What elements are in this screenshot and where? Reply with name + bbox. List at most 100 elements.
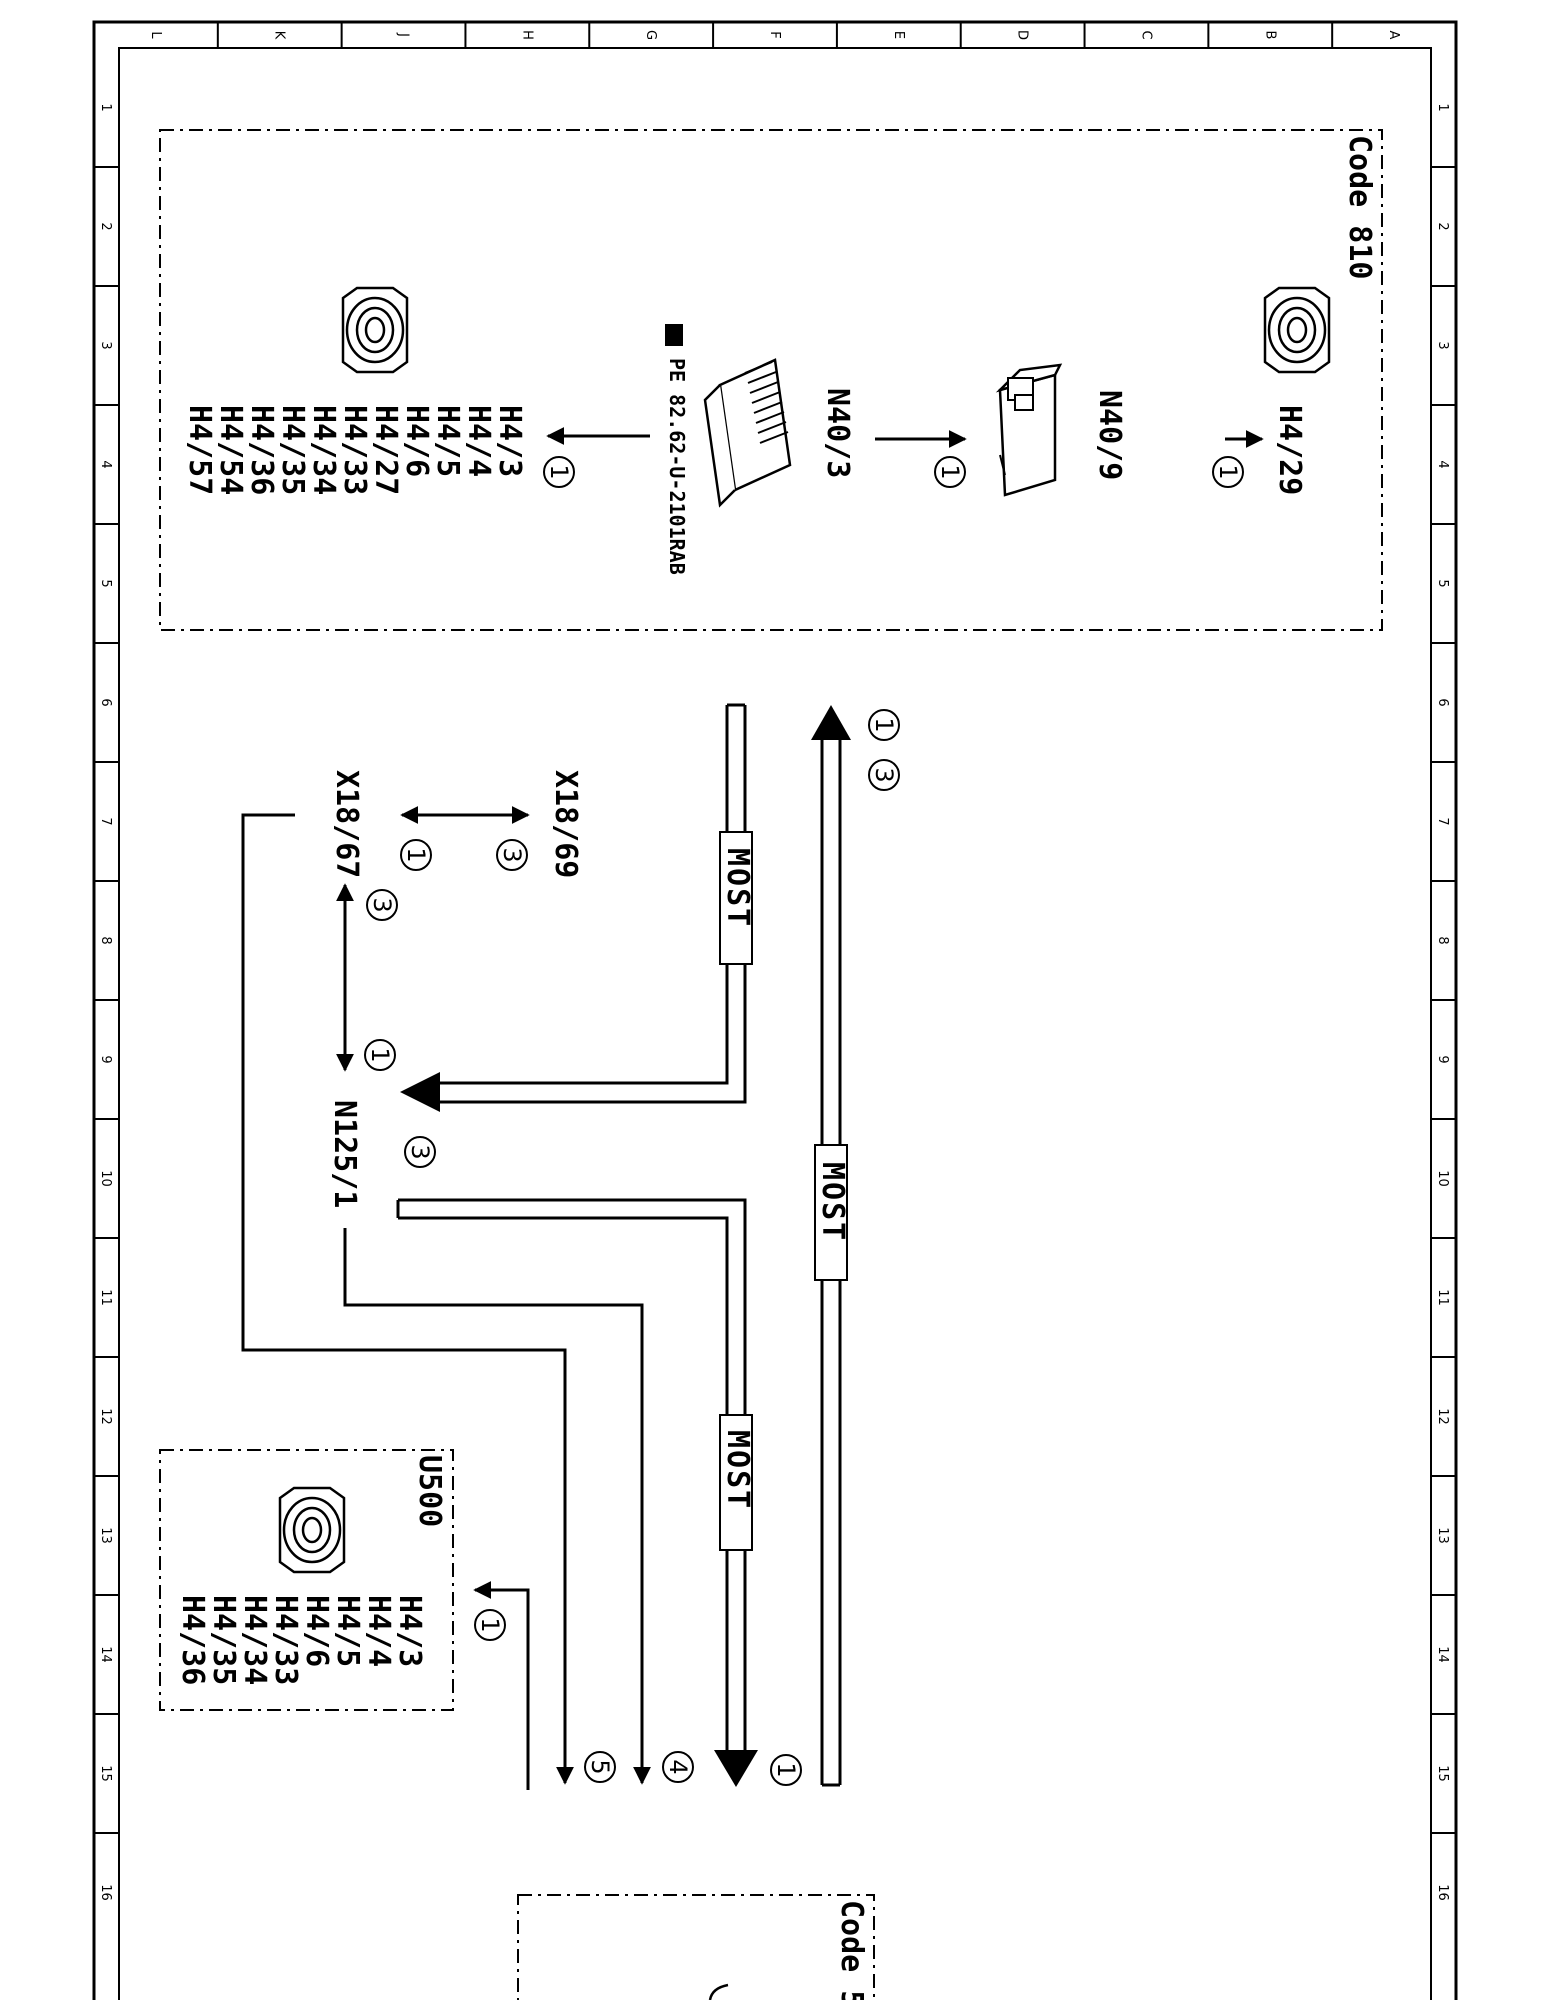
grid-row-label: 3	[98, 341, 113, 349]
circle-3: 3	[404, 1136, 436, 1168]
n40-3-reference: PE 82.62-U-2101RAB	[665, 358, 689, 575]
grid-row-label: 2	[1435, 222, 1450, 230]
grid-column-label: D	[1015, 30, 1030, 40]
line-to-4	[343, 1228, 651, 1785]
circle-1: 1	[474, 1609, 506, 1641]
grid-row-label: 13	[98, 1527, 113, 1544]
grid-row-label: 9	[98, 1055, 113, 1063]
svg-text:1: 1	[870, 717, 898, 732]
u500-label: U500	[412, 1455, 447, 1527]
svg-text:4: 4	[664, 1759, 692, 1774]
most-bus-to-n125	[400, 703, 747, 1112]
grid-row-label: 7	[1435, 817, 1450, 825]
top-code-box	[159, 129, 1383, 631]
svg-text:1: 1	[1214, 464, 1242, 479]
line-to-u500	[473, 1581, 530, 1790]
speaker-id-label: H4/34	[306, 405, 341, 495]
svg-text:1: 1	[772, 1762, 800, 1777]
speaker-id-label: H4/3	[492, 405, 527, 477]
grid-row-label: 16	[1435, 1884, 1450, 1901]
x18-69-label: X18/69	[548, 770, 583, 878]
most-label: MOST	[719, 1414, 755, 1551]
speaker-id-label: H4/54	[213, 405, 248, 495]
grid-row-label: 4	[98, 460, 113, 468]
inner-frame	[118, 47, 1432, 2000]
grid-row-label: 4	[1435, 460, 1450, 468]
circle-1: 1	[543, 456, 575, 488]
grid-row-label: 14	[98, 1646, 113, 1663]
grid-row-label: 12	[1435, 1408, 1450, 1425]
circle-1: 1	[400, 839, 432, 871]
svg-text:MOST: MOST	[815, 1162, 850, 1242]
grid-row-label: 6	[98, 698, 113, 706]
grid-row-label: 13	[1435, 1527, 1450, 1544]
grid-row-label: 7	[98, 817, 113, 825]
speaker-id-label: H4/27	[368, 405, 403, 495]
svg-text:5: 5	[586, 1759, 614, 1774]
svg-text:3: 3	[870, 767, 898, 782]
circle-1: 1	[1212, 456, 1244, 488]
grid-row-label: 9	[1435, 1055, 1450, 1063]
grid-row-label: 1	[98, 103, 113, 111]
bottom-code-label: Code 5:	[834, 1900, 869, 2000]
speaker-id-label: H4/6	[299, 1595, 334, 1667]
top-speaker-list: H4/3H4/4H4/5H4/6H4/27H4/33H4/34H4/35H4/3…	[182, 405, 527, 495]
circle-3: 3	[366, 889, 398, 921]
n40-3-label: N40/3	[820, 388, 855, 478]
speaker-id-label: H4/6	[399, 405, 434, 477]
grid-row-label: 11	[98, 1289, 113, 1306]
grid-column-label: L	[148, 31, 163, 39]
u500-box	[159, 1449, 454, 1711]
svg-text:1: 1	[402, 847, 430, 862]
svg-text:1: 1	[936, 464, 964, 479]
speaker-icon	[341, 286, 409, 374]
svg-text:MOST: MOST	[720, 1430, 755, 1510]
speaker-id-label: H4/4	[461, 405, 496, 477]
grid-column-label: A	[1386, 31, 1401, 40]
amplifier-n40-3-icon	[703, 358, 792, 508]
circle-1: 1	[770, 1754, 802, 1786]
grid-row-label: 8	[1435, 936, 1450, 944]
grid-row-label: 5	[98, 579, 113, 587]
grid-column-label: F	[767, 31, 782, 38]
most-label: MOST	[719, 831, 755, 965]
most-label: MOST	[814, 1144, 850, 1281]
grid-row-label: 10	[1435, 1170, 1450, 1187]
n125-1-label: N125/1	[327, 1100, 362, 1208]
grid-row-label: 16	[98, 1884, 113, 1901]
speaker-id-label: H4/35	[275, 405, 310, 495]
circle-3: 3	[868, 759, 900, 791]
circle-5: 5	[584, 1751, 616, 1783]
speaker-id-label: H4/35	[206, 1595, 241, 1685]
h4-29-label: H4/29	[1272, 405, 1307, 495]
speaker-id-label: H4/36	[244, 405, 279, 495]
svg-text:1: 1	[545, 464, 573, 479]
line-to-5	[241, 813, 574, 1785]
speaker-icon	[1263, 286, 1331, 374]
speaker-icon	[278, 1486, 346, 1574]
grid-row-label: 1	[1435, 103, 1450, 111]
grid-column-label: E	[891, 31, 906, 39]
grid-column-label: B	[1262, 31, 1277, 40]
grid-row-label: 15	[98, 1765, 113, 1782]
outer-frame	[92, 20, 1458, 2000]
speaker-id-label: H4/5	[430, 405, 465, 477]
speaker-id-label: H4/3	[392, 1595, 427, 1667]
circle-3: 3	[496, 839, 528, 871]
grid-column-label: J	[396, 32, 411, 37]
module-n40-9-icon	[995, 363, 1063, 497]
top-code-label: Code 810	[1342, 135, 1377, 280]
speaker-id-label: H4/33	[337, 405, 372, 495]
most-bus-from-n125	[396, 1198, 758, 1787]
grid-row-label: 5	[1435, 579, 1450, 587]
speaker-id-label: H4/34	[237, 1595, 272, 1685]
grid-column-label: H	[519, 30, 534, 40]
partial-component-icon	[708, 1983, 729, 2000]
grid-row-label: 2	[98, 222, 113, 230]
circle-1: 1	[868, 709, 900, 741]
speaker-id-label: H4/36	[175, 1595, 210, 1685]
svg-text:3: 3	[406, 1144, 434, 1159]
